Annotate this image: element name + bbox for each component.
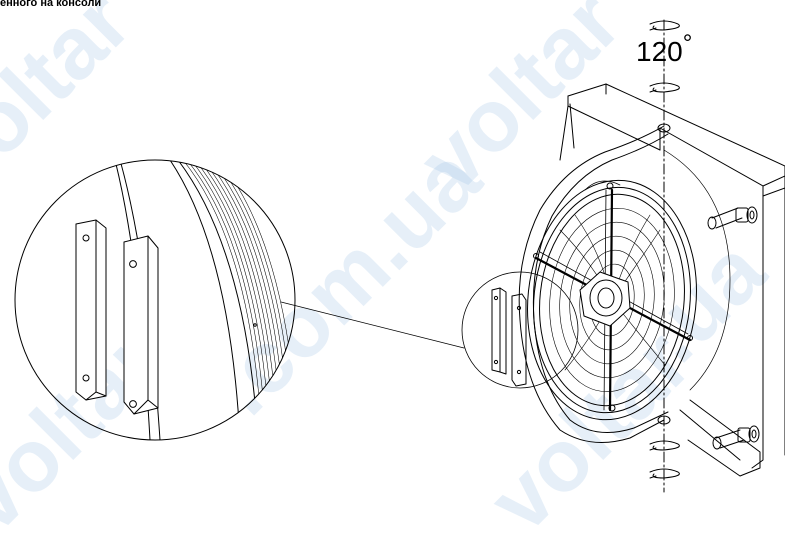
detail-callout-large (15, 160, 295, 440)
angle-value: 120 (636, 36, 683, 67)
fan-grille (516, 172, 708, 428)
pipe-fitting-lower (713, 426, 759, 449)
pipe-fitting-upper (708, 207, 757, 229)
degree-symbol: ° (682, 30, 693, 57)
technical-drawing (0, 0, 785, 497)
mounting-bracket (492, 288, 526, 386)
rotation-arrow-icon (650, 21, 679, 478)
figure-caption: енного на консоли (0, 0, 102, 9)
rotation-sweep (585, 150, 730, 390)
callout-leader (281, 302, 464, 348)
detail-callout-small (462, 272, 578, 388)
zoomed-bracket-detail (76, 160, 298, 440)
rotation-angle-label: 120° (636, 30, 692, 68)
console-arm (519, 124, 670, 443)
